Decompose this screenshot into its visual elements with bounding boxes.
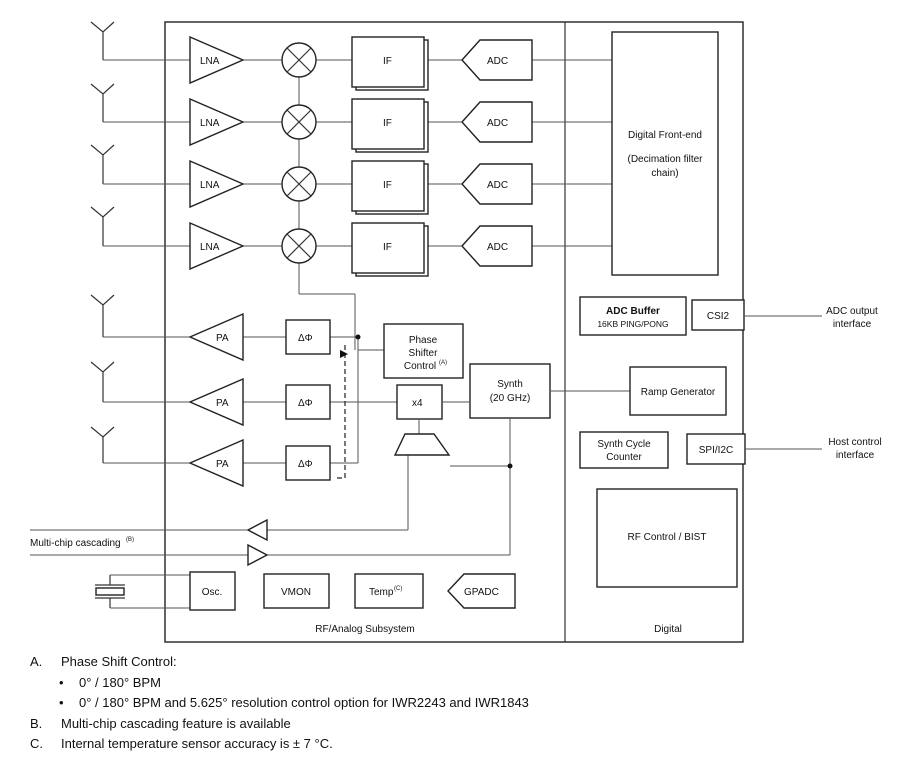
svg-text:ΔΦ: ΔΦ (298, 398, 313, 409)
svg-text:(B): (B) (126, 537, 134, 543)
svg-text:Osc.: Osc. (202, 587, 223, 598)
svg-text:LNA: LNA (200, 242, 220, 253)
svg-text:ΔΦ: ΔΦ (298, 333, 313, 344)
svg-text:IF: IF (383, 56, 392, 67)
phase-control-dashed (336, 345, 346, 479)
junction-dot (355, 334, 361, 340)
svg-text:(20 GHz): (20 GHz) (490, 393, 531, 404)
svg-text:interface: interface (833, 319, 872, 330)
lna-amplifier: LNA LNA LNA LNA (189, 35, 245, 271)
svg-text:Control: Control (404, 361, 436, 372)
svg-text:SPI/I2C: SPI/I2C (699, 445, 733, 456)
csi2-block: CSI2 (691, 299, 745, 331)
pa-amplifier: PA PA PA (188, 312, 244, 488)
svg-text:Temp: Temp (369, 587, 394, 598)
svg-text:RF Control / BIST: RF Control / BIST (628, 532, 707, 543)
svg-text:16KB PING/PONG: 16KB PING/PONG (597, 319, 668, 329)
svg-text:Ramp Generator: Ramp Generator (641, 387, 716, 398)
svg-text:IF: IF (383, 242, 392, 253)
svg-text:VMON: VMON (281, 587, 311, 598)
note-a: A. Phase Shift Control: (30, 654, 177, 669)
adc-output-label: ADC output (826, 306, 878, 317)
cascading-buffer (246, 518, 269, 567)
svg-text:(A): (A) (439, 360, 447, 366)
svg-text:PA: PA (216, 398, 229, 409)
svg-text:ADC: ADC (487, 118, 508, 129)
svg-text:ADC: ADC (487, 180, 508, 191)
svg-text:LNA: LNA (200, 180, 220, 191)
svg-text:Counter: Counter (606, 452, 642, 463)
note-b: B. Multi-chip cascading feature is avail… (30, 715, 291, 731)
ramp-generator-block: Ramp Generator (629, 366, 727, 416)
svg-text:PA: PA (216, 459, 229, 470)
svg-text:PA: PA (216, 333, 229, 344)
gpadc-block: GPADC (447, 573, 516, 609)
rf-control-bist-block: RF Control / BIST (596, 488, 738, 588)
note-c: C. Internal temperature sensor accuracy … (30, 736, 333, 751)
svg-text:interface: interface (836, 450, 875, 461)
svg-text:IF: IF (383, 118, 392, 129)
host-control-label: Host control (828, 437, 881, 448)
multichip-label: Multi-chip cascading (30, 538, 121, 549)
if-filter-block: IF IF IF IF (351, 36, 429, 277)
svg-text:Phase: Phase (409, 335, 438, 346)
crystal-icon (95, 574, 190, 609)
svg-text:CSI2: CSI2 (707, 311, 730, 322)
svg-text:(C): (C) (394, 586, 402, 592)
digital-front-end: Digital Front-end (Decimation filter cha… (611, 31, 719, 276)
lo-distribution (393, 433, 451, 456)
spi-i2c-block: SPI/I2C (686, 433, 746, 465)
svg-text:LNA: LNA (200, 118, 220, 129)
svg-text:Synth: Synth (497, 379, 523, 390)
temp-block: Temp (C) (354, 573, 424, 609)
phase-shifter-control: Phase Shifter Control (A) (383, 323, 464, 379)
svg-text:Digital Front-end: Digital Front-end (628, 130, 702, 141)
footnotes: A. Phase Shift Control: • 0° / 180° BPM … (30, 652, 529, 755)
junction-dot (507, 463, 513, 469)
phase-shifter-block: ΔΦ ΔΦ ΔΦ (285, 319, 331, 481)
x4-multiplier: x4 (396, 384, 443, 420)
svg-text:GPADC: GPADC (464, 587, 499, 598)
svg-text:ΔΦ: ΔΦ (298, 459, 313, 470)
vmon-block: VMON (263, 573, 330, 609)
svg-text:(Decimation filter: (Decimation filter (627, 154, 703, 165)
svg-text:ADC Buffer: ADC Buffer (606, 306, 660, 317)
adc-block: ADC ADC ADC ADC (461, 39, 533, 267)
rx-antenna-icon (90, 21, 115, 246)
block-diagram: LNA LNA LNA LNA IF IF IF IF ADC AD (30, 21, 882, 643)
synth-cycle-counter-block: Synth Cycle Counter (579, 431, 669, 469)
svg-text:Synth Cycle: Synth Cycle (597, 439, 651, 450)
adc-buffer-block: ADC Buffer 16KB PING/PONG (579, 296, 687, 336)
note-a-sub1: • 0° / 180° BPM (59, 674, 161, 690)
rf-subsystem-label: RF/Analog Subsystem (315, 624, 415, 635)
note-a-sub2: • 0° / 180° BPM and 5.625° resolution co… (59, 695, 529, 710)
mixer-icon (281, 42, 317, 264)
svg-text:Shifter: Shifter (409, 348, 439, 359)
svg-text:x4: x4 (412, 398, 423, 409)
svg-text:IF: IF (383, 180, 392, 191)
svg-text:ADC: ADC (487, 56, 508, 67)
tx-antenna-icon (90, 294, 115, 463)
svg-text:chain): chain) (651, 168, 678, 179)
digital-label: Digital (654, 624, 682, 635)
svg-text:LNA: LNA (200, 56, 220, 67)
svg-text:ADC: ADC (487, 242, 508, 253)
osc-block: Osc. (189, 571, 236, 611)
synth-block: Synth (20 GHz) (469, 363, 551, 419)
